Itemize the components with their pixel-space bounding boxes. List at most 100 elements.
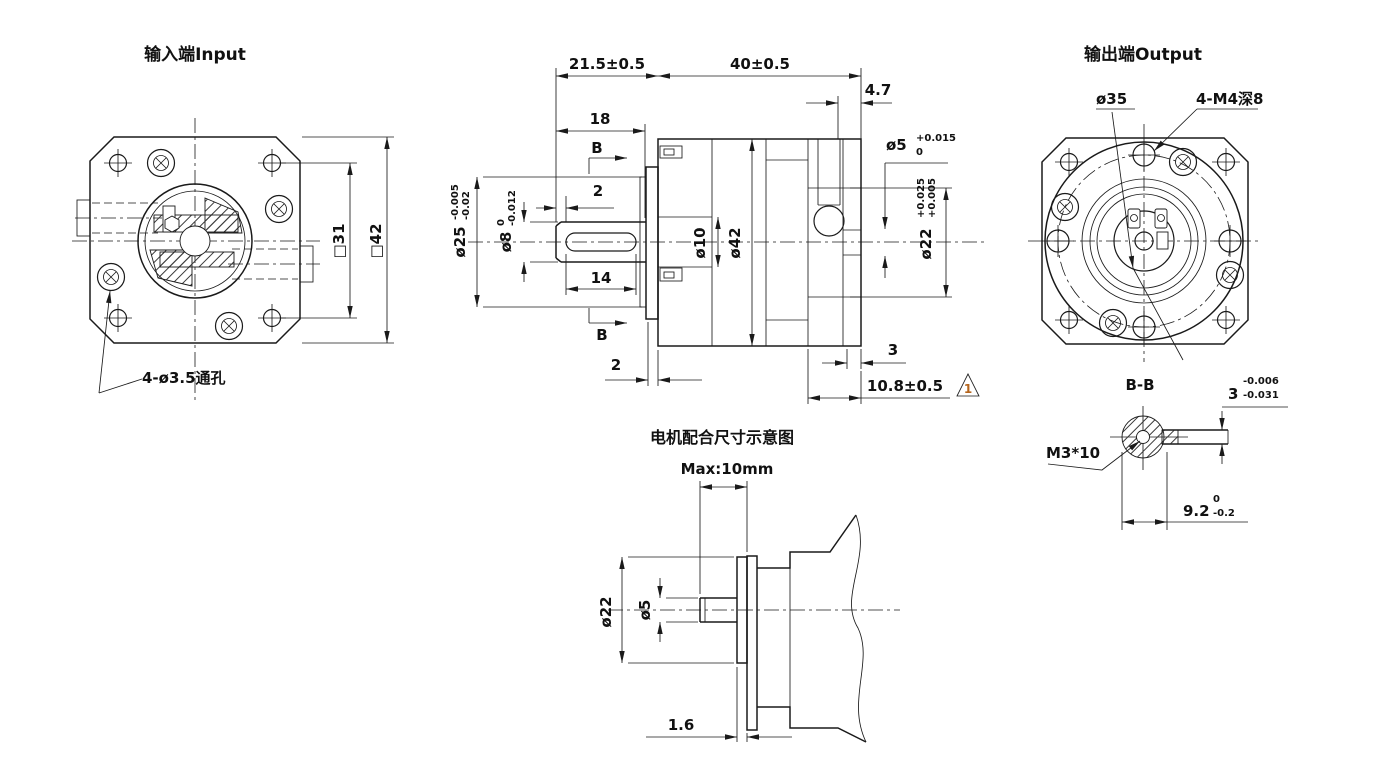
m4-tapped-hole — [1042, 139, 1246, 343]
m4-label: 4-M4深8 — [1196, 90, 1263, 108]
dim-3-rear: 3 — [822, 341, 906, 369]
pilot-boss — [639, 176, 647, 308]
dim-motor-d22: ø22 — [597, 556, 734, 664]
dim-2-front: 2 — [536, 182, 614, 222]
dim-d8-text: ø8 — [497, 232, 515, 253]
revision-mark: 1 — [964, 382, 972, 396]
dim-10-8: 10.8±0.5 1 — [807, 349, 980, 404]
dim-d10-text: ø10 — [691, 227, 709, 258]
motor-fit-view: 电机配合尺寸示意图 Max:10mm ø22 ø5 1.6 — [597, 428, 900, 743]
motor-flange-plate — [746, 555, 758, 731]
d35-label: ø35 — [1096, 90, 1127, 108]
dim-d10: ø10 — [691, 217, 721, 267]
dim-3-rear-text: 3 — [888, 341, 898, 359]
retaining-ring — [1113, 208, 1175, 272]
sun-gear-bore — [179, 225, 211, 257]
dim-d8-tol-lower: -0.012 — [507, 190, 518, 226]
dim-1-6-text: 1.6 — [668, 716, 695, 734]
m4-callout: 4-M4深8 — [1153, 90, 1263, 152]
d35-callout: ø35 — [1096, 90, 1184, 361]
break-line — [851, 514, 867, 743]
dim-2-flange-text: 2 — [611, 356, 621, 374]
dim-d25-text: ø25 — [451, 226, 469, 257]
front-flange-plate — [645, 166, 659, 320]
through-hole — [1055, 148, 1240, 334]
dim-key-3-tol-lower: -0.031 — [1243, 390, 1279, 401]
dim-d8: ø8 0 -0.012 — [496, 190, 558, 282]
through-holes-callout: 4-ø3.5通孔 — [98, 290, 226, 394]
revision-triangle — [956, 373, 980, 397]
dim-d22-recess: ø22 +0.025 +0.005 — [850, 178, 952, 298]
dim-18: 18 — [556, 110, 646, 218]
dim-9-2: 9.2 0 -0.2 — [1121, 452, 1248, 530]
output-view: 输出端Output ø35 4-M4 — [1028, 44, 1263, 362]
input-gear-mechanism — [137, 183, 253, 299]
center-bore — [1134, 231, 1154, 251]
input-view-title: 输入端Input — [144, 44, 246, 65]
dim-9-2-tol-lower: -0.2 — [1213, 508, 1235, 519]
input-view: 输入端Input — [72, 44, 394, 402]
dim-key-3-tol-upper: -0.006 — [1243, 376, 1279, 387]
dim-motor-d22-text: ø22 — [597, 596, 615, 627]
dim-9-2-tol-upper: 0 — [1213, 494, 1220, 505]
dim-body-length: 40±0.5 — [658, 55, 862, 139]
dim-key-3: 3 -0.006 -0.031 — [1219, 376, 1288, 464]
dim-d25-tol-upper: -0.005 — [450, 184, 461, 220]
output-shaft — [555, 221, 646, 263]
dim-motor-d5-text: ø5 — [636, 600, 654, 621]
dim-d8-tol-upper: 0 — [496, 219, 507, 226]
dim-d22-tol-upper: +0.025 — [916, 178, 927, 218]
dim-d5-tol-lower: 0 — [916, 147, 923, 158]
shaft-key — [1156, 231, 1169, 250]
dim-d22-tol-lower: +0.005 — [927, 178, 938, 218]
internal-screw — [813, 139, 845, 237]
dim-max-10 — [699, 481, 748, 594]
dim-rear-lip: 4.7 — [806, 81, 892, 139]
dim-d5-motor-bore: ø5 +0.015 0 — [882, 133, 956, 278]
dim-body-length-text: 40±0.5 — [730, 55, 790, 73]
dim-14-text: 14 — [591, 269, 612, 287]
dim-10-8-text: 10.8±0.5 — [867, 377, 943, 395]
dim-9-2-text: 9.2 — [1183, 502, 1210, 520]
output-view-title: 输出端Output — [1084, 44, 1202, 65]
bb-shaft-section — [1121, 415, 1229, 459]
motor-view-title: 电机配合尺寸示意图 — [650, 428, 794, 447]
dim-rear-lip-text: 4.7 — [865, 81, 892, 99]
dim-square-31-text: □31 — [330, 223, 348, 258]
dim-shaft-length-text: 21.5±0.5 — [569, 55, 645, 73]
section-label-b-top: B — [591, 139, 602, 157]
hex-bolt-head — [164, 215, 180, 233]
dim-18-text: 18 — [590, 110, 611, 128]
section-view: 21.5±0.5 40±0.5 4.7 ø5 +0.015 0 18 B 2 — [450, 55, 988, 404]
dim-d5-text: ø5 — [886, 136, 907, 154]
bottom-latch — [659, 267, 683, 282]
dim-d25: ø25 -0.005 -0.02 — [450, 176, 642, 308]
through-holes-label: 4-ø3.5通孔 — [142, 369, 226, 387]
dim-2-flange: 2 — [605, 322, 702, 386]
bb-title: B-B — [1125, 376, 1154, 394]
input-side-keys — [76, 199, 314, 283]
section-label-b-bottom: B — [596, 326, 607, 344]
dim-d25-tol-lower: -0.02 — [461, 191, 472, 220]
dim-d42: ø42 — [726, 139, 755, 346]
counterbore-hole — [96, 148, 294, 341]
m3-hole — [1136, 430, 1150, 444]
m3-callout: M3*10 — [1046, 440, 1141, 471]
key-slot — [565, 232, 637, 252]
m3-label: M3*10 — [1046, 444, 1100, 462]
dim-d42-text: ø42 — [726, 227, 744, 258]
dim-key-3-text: 3 — [1228, 385, 1238, 403]
dim-2-front-text: 2 — [593, 182, 603, 200]
dim-1-6: 1.6 — [646, 667, 792, 742]
dim-d22-text: ø22 — [917, 228, 935, 259]
section-arrow-b-bottom: B — [588, 308, 627, 344]
dim-square-42-text: □42 — [367, 223, 385, 258]
max-length-label: Max:10mm — [681, 460, 774, 478]
output-flange-outline — [1041, 137, 1249, 345]
dim-shaft-length: 21.5±0.5 — [555, 55, 658, 222]
dim-motor-d5: ø5 — [636, 578, 698, 642]
gearbox-body — [639, 138, 862, 347]
counterbore-hole — [1050, 147, 1245, 338]
